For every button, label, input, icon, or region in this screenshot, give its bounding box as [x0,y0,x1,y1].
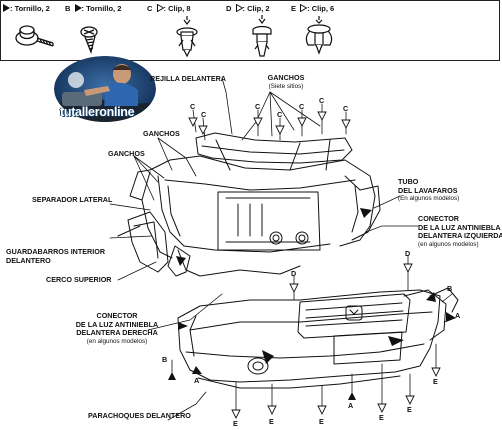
label-parachoques-delantero: PARACHOQUES DELANTERO [88,411,191,420]
triangle-outline-icon [300,3,308,13]
tapping-screw-icon [80,26,98,55]
left-side-parts [117,211,191,277]
label-tubo-sub: (En algunos modelos) [398,195,460,203]
legend-item-d-clip: D : Clip, 2 [226,2,316,60]
legend-item-e-clip: E : Clip, 6 [291,2,381,60]
legend-b-key: B [65,4,71,13]
legend-d-text: : Clip, 2 [242,4,270,13]
triangle-outline-icon [156,3,165,13]
callout-letter-b: B [162,355,168,364]
legend-e-text: : Clip, 6 [307,4,335,13]
direction-arrows [176,208,404,364]
mechanic-photo-image [54,56,156,122]
fastener-legend: : Tornillo, 2 B : Tornillo, 2 [0,0,500,61]
label-conector-izq-sub: (en algunos modelos) [418,240,479,248]
label-ganchos-siete-sitios: GANCHOS (Siete sitios) [250,73,322,91]
push-clip-icon [176,16,198,58]
callout-letter-c: C [343,104,349,113]
label-conector-der-line3: DELANTERA DERECHA [76,328,158,338]
label-tubo-lavafaros: TUBO DEL LAVAFAROS (En algunos modelos) [398,177,460,204]
label-conector-derecha: CONECTOR DE LA LUZ ANTINIEBLA DELANTERA … [62,311,172,346]
label-ganchos-left-lower: GANCHOS [108,149,145,158]
screw-markers [168,292,456,400]
callout-letter-e: E [319,417,324,426]
label-tubo-line1: TUBO [398,177,419,186]
triangle-filled-icon [3,4,10,12]
legend-d-key: D [226,4,232,13]
legend-b-text: : Tornillo, 2 [81,4,122,13]
label-tubo-line2: DEL LAVAFAROS [398,185,458,195]
flange-screw-icon [15,25,54,47]
callout-letter-c: C [255,102,261,111]
label-cerco-superior: CERCO SUPERIOR [46,275,112,284]
callout-letter-a: A [455,311,461,320]
legend-item-c-clip: C : Clip, 8 [147,2,237,60]
label-conector-der-line2: DE LA LUZ ANTINIEBLA [75,319,159,329]
mechanic-photo-badge [54,56,156,122]
label-ganchos-left-upper: GANCHOS [143,129,180,138]
callout-letter-b: B [447,284,453,293]
legend-e-key: E [291,4,297,13]
label-separador-lateral: SEPARADOR LATERAL [32,195,113,204]
label-conector-izq-line3: DELANTERA IZQUIERDA [418,231,502,241]
triangle-filled-icon [74,4,82,12]
retainer-clip-icon [305,16,333,55]
triangle-outline-icon [235,3,244,13]
callout-letter-c: C [277,110,283,119]
callout-letter-d: D [291,269,297,278]
legend-item-b-screw: B : Tornillo, 2 [65,2,157,60]
label-conector-der-sub: (en algunos modelos) [86,337,148,345]
legend-c-text: : Clip, 8 [163,4,191,13]
clip-markers [188,111,441,420]
label-ganchos-top-sub: (Siete sitios) [268,82,304,90]
label-guardabarros-line2: DELANTERO [6,255,51,265]
pin-clip-icon [252,15,272,57]
callout-letter-e: E [269,417,274,426]
legend-item-a-screw: : Tornillo, 2 [3,2,93,60]
callout-letter-e: E [407,405,412,414]
label-ganchos-top: GANCHOS [267,73,305,82]
badge-brand-text: tutalleronline [60,105,135,119]
callout-letter-a: A [348,401,354,410]
callout-letter-c: C [190,102,196,111]
upper-frame [129,132,381,277]
label-conector-izquierda: CONECTOR DE LA LUZ ANTINIEBLA DELANTERA … [418,214,502,249]
legend-a-text: : Tornillo, 2 [10,4,50,13]
leader-lines [109,77,419,421]
callout-letter-e: E [379,413,384,422]
front-bumper [177,287,459,389]
callout-letter-c: C [201,110,207,119]
callout-letter-a: A [194,376,200,385]
label-rejilla-delantera: REJILLA DELANTERA [150,74,227,83]
label-guardabarros-interior: GUARDABARROS INTERIOR DELANTERO [6,247,106,265]
label-guardabarros-line1: GUARDABARROS INTERIOR [6,247,106,256]
callout-letter-c: C [299,102,305,111]
label-conector-izq-line2: DE LA LUZ ANTINIEBLA [418,222,501,232]
callout-letter-d: D [405,249,411,258]
label-conector-izq-line1: CONECTOR [418,214,459,223]
callout-letter-e: E [233,419,238,428]
callout-letter-c: C [319,96,325,105]
callout-letter-e: E [433,377,438,386]
label-conector-der-line1: CONECTOR [96,311,138,320]
legend-c-key: C [147,4,153,13]
